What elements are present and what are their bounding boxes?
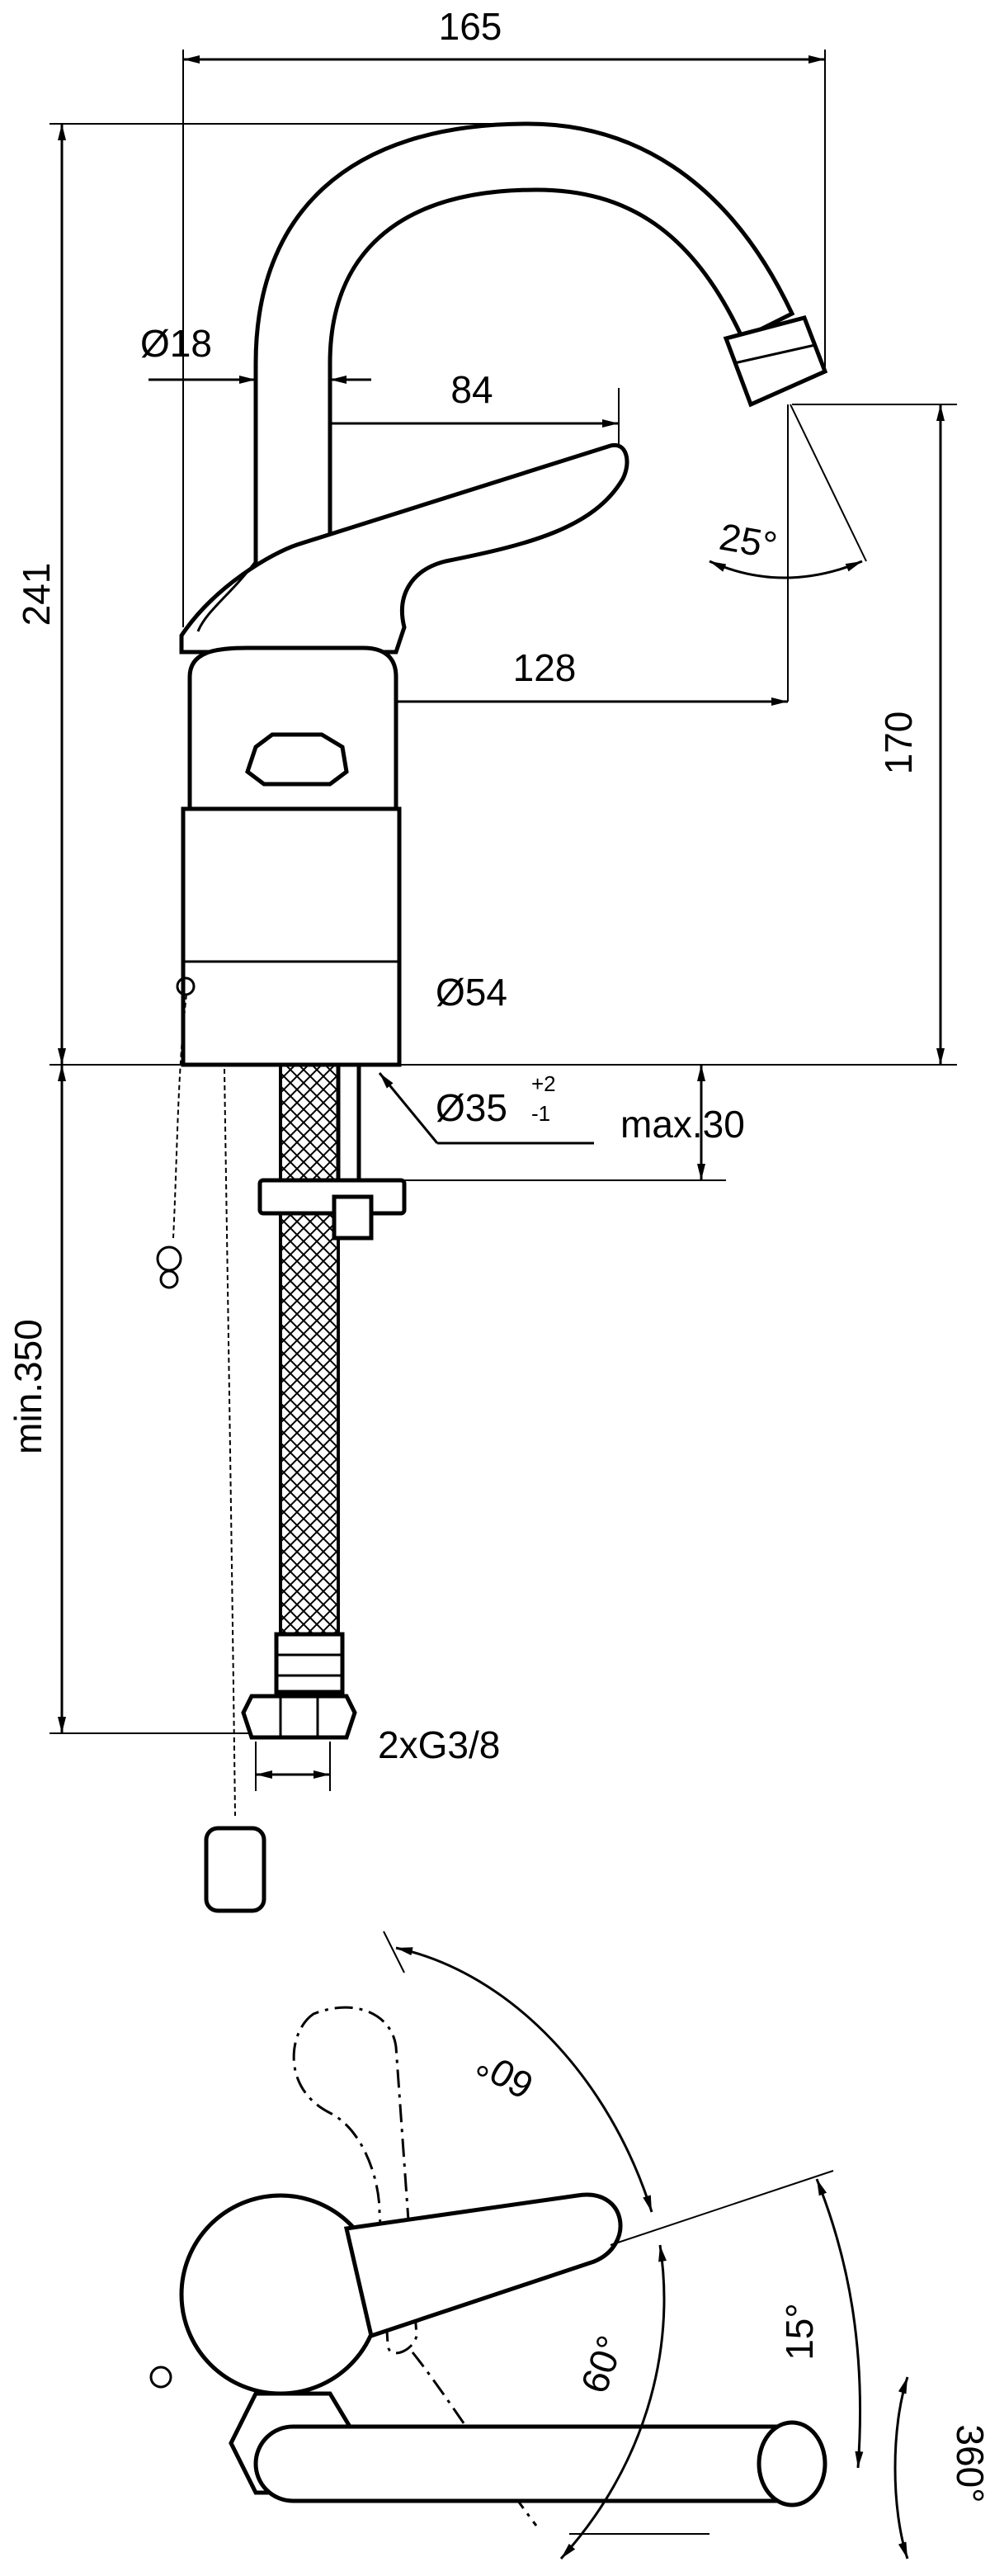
plan-angle-side: 15° <box>778 2303 821 2361</box>
dim-connection: 2xG3/8 <box>378 1723 500 1766</box>
plan-view <box>149 1931 909 2560</box>
dim-hole-tol-lower: -1 <box>531 1101 550 1126</box>
dim-spout-height: 170 <box>877 711 920 775</box>
dim-hole-tol-upper: +2 <box>531 1071 556 1096</box>
dim-spout-diameter: Ø18 <box>140 322 212 365</box>
plan-rotation: 360° <box>949 2424 990 2503</box>
dim-base-diameter: Ø54 <box>436 971 507 1014</box>
dim-width-total: 165 <box>439 5 502 48</box>
plug-chain <box>204 1068 266 1913</box>
pull-chain <box>156 994 187 1289</box>
side-view <box>50 50 957 1913</box>
plan-angle-upper: 60° <box>469 2042 540 2108</box>
dimension-labels: 165 241 Ø18 84 25° 128 170 Ø54 Ø35 +2 -1… <box>7 5 990 2503</box>
dim-height-total: 241 <box>15 563 58 626</box>
dim-spout-reach: 128 <box>513 646 577 689</box>
dim-spout-angle: 25° <box>716 515 780 567</box>
dim-max-thickness: max.30 <box>620 1103 745 1146</box>
dim-lever-length: 84 <box>450 368 493 411</box>
dim-min-hose: min.350 <box>7 1319 50 1454</box>
plan-angle-lower: 60° <box>573 2330 633 2399</box>
dim-hole-diameter: Ø35 <box>436 1086 507 1129</box>
